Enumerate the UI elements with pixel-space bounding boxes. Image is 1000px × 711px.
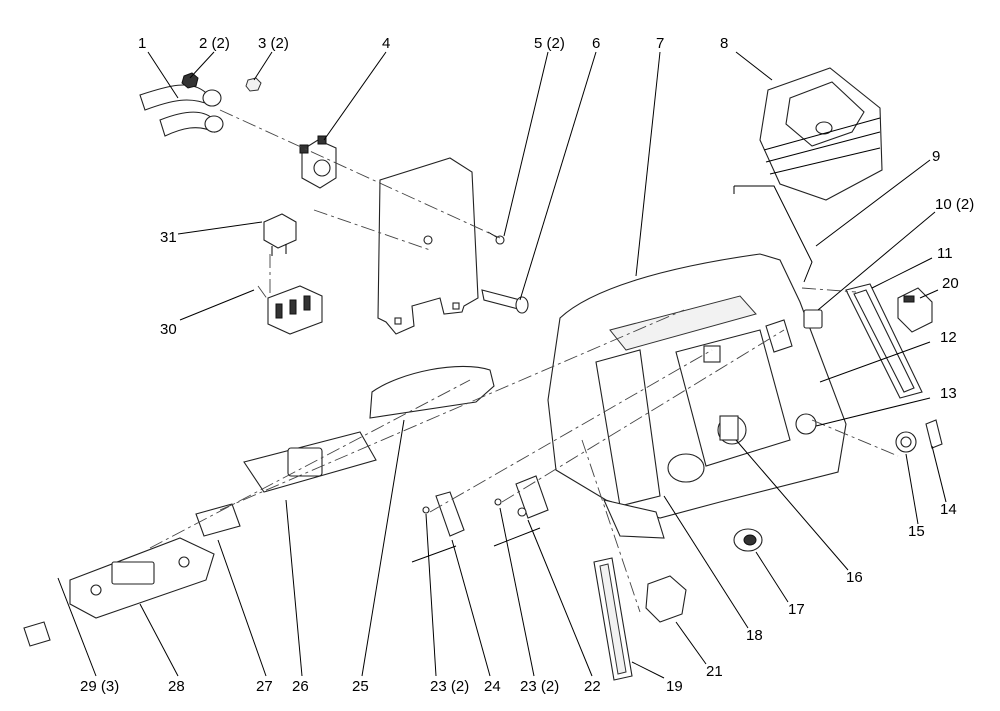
switch-27-part [195,503,241,537]
knob-part [895,431,917,453]
actuator-lever-part [411,491,465,563]
lower-panel-part [23,537,215,647]
rocker-switch-part [897,287,933,333]
callout-17: 17 [788,601,805,618]
switch-panel-part [243,431,377,493]
callout-30: 30 [160,321,177,338]
switch-part [645,575,687,623]
callout-14: 14 [940,501,957,518]
assembly-lines [149,109,899,613]
callout-10: 10 (2) [935,196,974,213]
callout-4: 4 [382,35,390,52]
callout-22: 22 [584,678,601,695]
callout-24: 24 [484,678,501,695]
clip-part [925,419,943,449]
mounting-plate-part [377,157,479,335]
actuator-bracket-part [493,475,549,547]
bezel-part [593,557,633,681]
solenoid-part [299,135,337,189]
callout-23-right: 23 (2) [520,678,559,695]
callout-26: 26 [292,678,309,695]
trim-strip-part [845,283,923,399]
callout-28: 28 [168,678,185,695]
screw-23-part [422,498,502,514]
shift-boot-part [759,67,883,201]
callout-13: 13 [940,385,957,402]
pin-part [481,289,529,314]
callout-7: 7 [656,35,664,52]
cover-panel-part [369,365,495,419]
console-part [547,253,847,539]
leader-lines [57,51,947,679]
callout-3: 3 (2) [258,35,289,52]
screw-part [487,231,505,245]
callout-19: 19 [666,678,683,695]
callout-31: 31 [160,229,177,246]
connector-block-part [267,285,323,335]
wire-harness-part [139,84,224,137]
callout-23-left: 23 (2) [430,678,469,695]
callout-11: 11 [937,245,953,262]
callout-25: 25 [352,678,369,695]
callout-6: 6 [592,35,600,52]
relay-part [263,213,297,256]
nut-part [181,72,262,92]
callout-2: 2 (2) [199,35,230,52]
indicator-part [803,309,823,329]
linkage-rod-part [733,185,813,283]
callout-8: 8 [720,35,728,52]
callout-5: 5 (2) [534,35,565,52]
callout-labels: 1 2 (2) 3 (2) 4 5 (2) 6 7 8 9 10 (2) 11 … [80,35,974,695]
callout-27: 27 [256,678,273,695]
callout-29: 29 (3) [80,678,119,695]
callout-21: 21 [706,663,723,680]
callout-9: 9 [932,148,940,165]
callout-20: 20 [942,275,959,292]
callout-18: 18 [746,627,763,644]
callout-12: 12 [940,329,957,346]
callout-16: 16 [846,569,863,586]
callout-1: 1 [138,35,146,52]
ignition-switch-part [733,528,763,552]
callout-15: 15 [908,523,925,540]
